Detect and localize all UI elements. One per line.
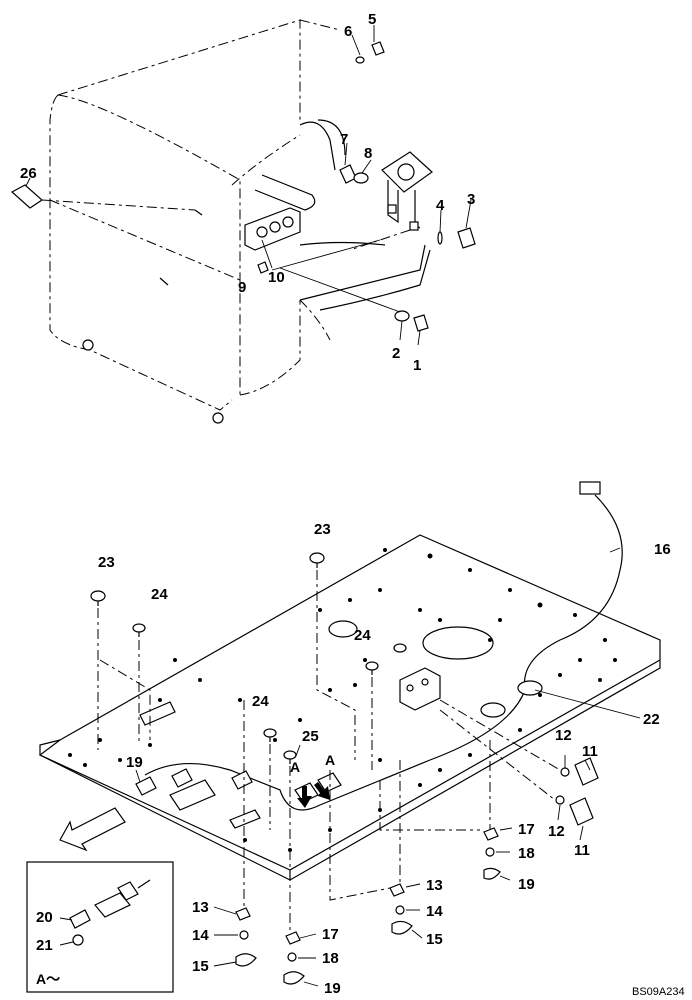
tank-housing [49,19,341,424]
callout-19-b: 19 [518,876,535,893]
plate-holes [68,548,617,852]
inset-label: A～ [36,971,60,987]
callout-21: 21 [36,937,53,954]
callout-14-b: 14 [426,903,443,920]
callout-24-a: 24 [151,586,168,603]
callout-6: 6 [344,23,352,40]
callout-14-a: 14 [192,927,209,944]
callout-7: 7 [340,131,348,148]
callout-17-b: 17 [322,926,339,943]
callout-12-b: 12 [548,823,565,840]
hose-lines [254,119,431,311]
leaders-upper [25,25,472,346]
callouts-lower: 11 11 12 12 13 13 14 14 15 15 16 17 17 1… [98,521,671,997]
callout-5: 5 [368,11,376,28]
callout-9: 9 [238,279,246,296]
view-marks: A A [290,752,335,775]
callout-4: 4 [436,197,445,214]
diagram-code: BS09A234 [632,986,685,998]
filter-head [381,151,433,231]
callout-19-c: 19 [324,980,341,997]
leaders-lower [97,547,641,987]
switches [555,757,599,826]
callout-25: 25 [302,728,319,745]
callout-23-a: 23 [314,521,331,538]
callout-18-a: 18 [518,845,535,862]
callout-24-c: 24 [252,693,269,710]
harness [135,481,623,811]
callout-13-b: 13 [426,877,443,894]
callout-22: 22 [643,711,660,728]
manifold-block [244,207,301,251]
callout-13-a: 13 [192,899,209,916]
bolts [90,552,379,764]
callout-26: 26 [20,165,37,182]
callout-19-a: 19 [126,754,143,771]
callouts-upper: 1 2 3 4 5 6 7 8 9 10 26 [20,11,475,374]
callout-16: 16 [654,541,671,558]
callout-3: 3 [467,191,475,208]
callout-2: 2 [392,345,400,362]
callout-1: 1 [413,357,421,374]
callout-10: 10 [268,269,285,286]
view-mark-a-1: A [290,759,300,775]
callout-12-a: 12 [555,727,572,744]
callout-24-b: 24 [354,627,371,644]
callout-11-a: 11 [582,743,598,760]
callout-20: 20 [36,909,53,926]
floor-plate [38,534,661,881]
inset-a: 20 21 A～ [26,861,174,993]
view-mark-a-2: A [325,752,335,768]
callout-17-a: 17 [518,821,535,838]
callout-18-b: 18 [322,950,339,967]
callout-15-a: 15 [192,958,209,975]
callout-15-b: 15 [426,931,443,948]
clamps [235,827,501,985]
direction-arrow [59,807,126,852]
callout-11-b: 11 [574,842,590,859]
callout-23-b: 23 [98,554,115,571]
callout-8: 8 [364,145,372,162]
fittings-upper [10,41,476,332]
